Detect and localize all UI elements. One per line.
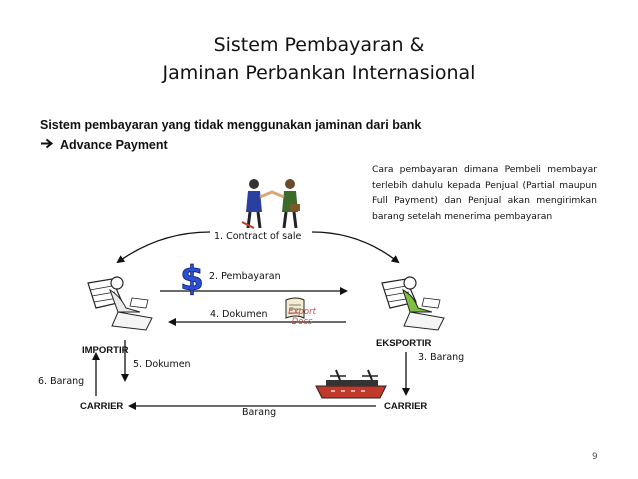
importir-person-icon [87,276,153,331]
barang3-label: 3. Barang [418,352,465,363]
ship-icon [315,369,387,399]
export-docs-line2: Docs [291,317,313,327]
handshake-icon [241,179,300,229]
dollar-icon: $ [180,259,204,300]
title-line-2: Jaminan Perbankan Internasional [162,62,476,84]
barang6-label: 6. Barang [38,376,85,387]
export-docs-line1: Export [288,307,316,317]
page-number: 9 [592,452,598,462]
eksportir-person-icon [381,276,445,331]
contract-label: 1. Contract of sale [214,231,302,242]
bullet-label: Advance Payment [60,138,168,152]
carrier-right-label: CARRIER [384,401,428,412]
barang-label: Barang [242,407,277,418]
carrier-left-label: CARRIER [80,401,124,412]
contract-arc-right [311,231,400,264]
scroll-document-icon [285,297,305,319]
eksportir-label: EKSPORTIR [376,338,432,349]
pembayaran-label: 2. Pembayaran [209,271,281,282]
bullet-item: Advance Payment [40,138,168,152]
arrow-right-icon [40,138,60,152]
contract-arc-left [116,231,211,264]
description-text: Cara pembayaran dimana Pembeli membayar … [372,164,597,222]
svg-text:$: $ [180,259,204,299]
title-line-1: Sistem Pembayaran & [213,34,425,56]
importir-label: IMPORTIR [82,345,129,356]
dokumen5-label: 5. Dokumen [133,359,191,370]
subtitle: Sistem pembayaran yang tidak menggunakan… [40,118,422,132]
export-docs-label: Export Docs [288,307,316,327]
dokumen4-label: 4. Dokumen [210,309,268,320]
